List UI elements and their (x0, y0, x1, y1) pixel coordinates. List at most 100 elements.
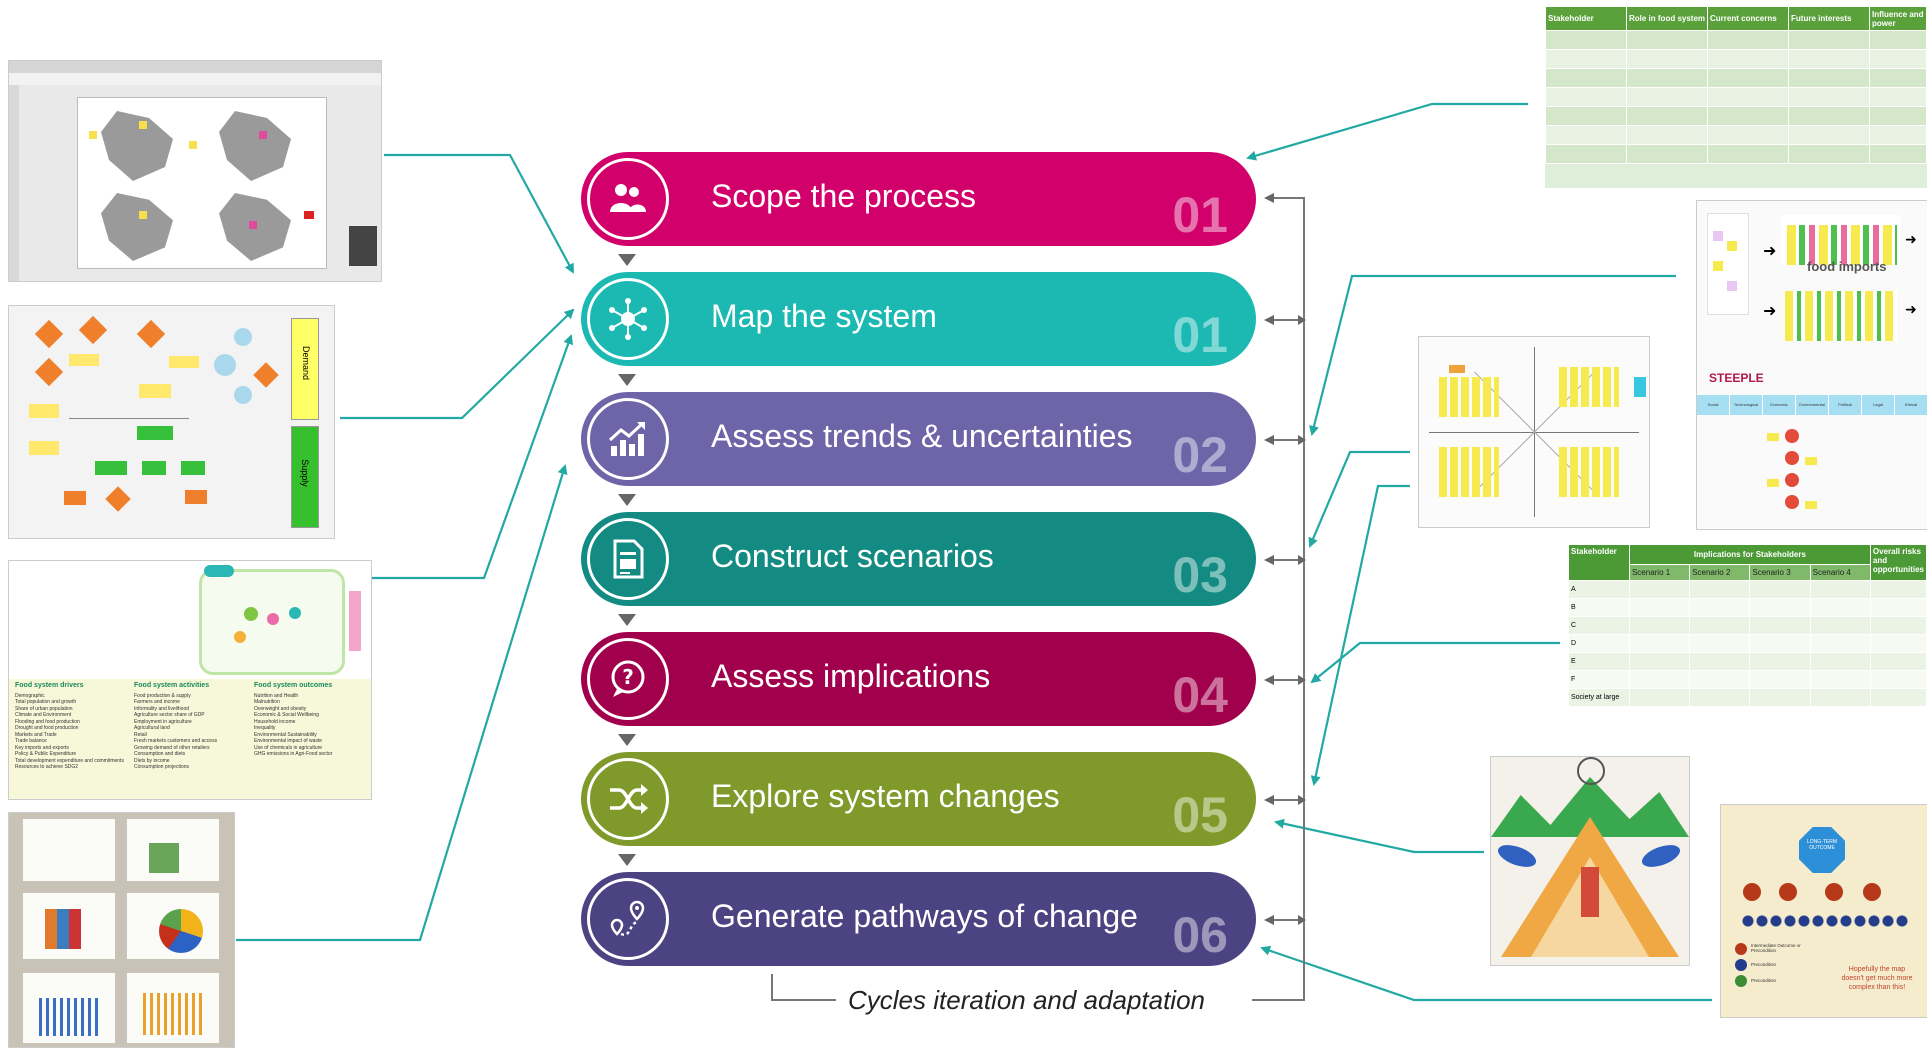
step-icon-circle (587, 758, 669, 840)
step-number: 04 (1172, 667, 1228, 723)
framework-item: Share of urban population (15, 705, 73, 712)
step-5: ? Assess implications 04 (581, 632, 1256, 726)
network-icon (609, 298, 647, 340)
step-2: Map the system 01 (581, 272, 1256, 366)
cycle-caption: Cycles iteration and adaptation (848, 985, 1206, 1015)
framework-item: Inequality (254, 725, 276, 731)
framework-item: Farmers and income (134, 699, 180, 705)
framework-item: Environmental Sustainability (254, 731, 317, 738)
step-label: Scope the process (711, 178, 977, 214)
connector-scenario-to-explore (1310, 484, 1410, 786)
steeple-column: Legal (1862, 395, 1895, 415)
steeple-column: Environmental (1796, 395, 1829, 415)
framework-item: Markets and Trade (15, 731, 57, 738)
connector-drawing (1274, 818, 1484, 854)
steeple-column: Ethical (1895, 395, 1927, 415)
step-number: 01 (1172, 187, 1228, 243)
framework-item: Total development expenditure and commit… (15, 757, 124, 764)
down-arrow (618, 254, 636, 266)
step-number: 02 (1172, 427, 1228, 483)
framework-item: Consumption projections (134, 764, 190, 770)
table-row: F (1568, 670, 1927, 689)
down-arrow (618, 614, 636, 626)
step-number: 03 (1172, 547, 1228, 603)
food-imports-label: food imports (1807, 259, 1887, 274)
down-arrow (618, 734, 636, 746)
route-icon (610, 900, 645, 936)
framework-item: Nutrition and Health (254, 692, 299, 699)
activities-title: Food system activities (134, 682, 210, 689)
step-icon-circle (587, 518, 669, 600)
framework-item: Fresh markets customers and access (134, 738, 218, 744)
shuffle-icon (610, 784, 648, 814)
connector-system-map (340, 308, 575, 420)
framework-item: Food production & supply (134, 692, 191, 699)
people-icon (610, 184, 646, 212)
step-icon-circle (587, 158, 669, 240)
role-header: Role in food system (1626, 6, 1708, 31)
implications-table: Stakeholder Implications for Stakeholder… (1568, 544, 1927, 742)
step-3: Assess trends & uncertainties 02 (581, 392, 1256, 486)
framework-item: Agricultural land (134, 725, 170, 731)
step-label: Construct scenarios (711, 538, 994, 574)
steeple-column: Political (1829, 395, 1862, 415)
svg-text:?: ? (622, 665, 634, 689)
scenario-matrix-board (1418, 336, 1650, 528)
long-term-outcome-label: LONG-TERM OUTCOME (1807, 839, 1837, 851)
framework-item: Employment in agriculture (134, 718, 192, 725)
table-row: Society at large (1568, 688, 1927, 707)
framework-item: Malnutrition (254, 699, 280, 705)
step-icon-circle (587, 398, 669, 480)
connector-steeple (1309, 274, 1676, 436)
down-arrow (618, 494, 636, 506)
step-label: Map the system (711, 298, 937, 334)
connector-stakeholder (1246, 102, 1528, 161)
step-label: Assess trends & uncertainties (711, 418, 1133, 454)
framework-item: Growing demand of other retailers (134, 744, 210, 751)
steeple-title: STEEPLE (1709, 371, 1764, 385)
step-number: 01 (1172, 307, 1228, 363)
step-label: Assess implications (711, 658, 991, 694)
framework-item: Drought and food production (15, 725, 79, 731)
outcome-map-note: Hopefully the map doesn't get much more … (1841, 966, 1913, 991)
wall-posters-photo (8, 812, 235, 1048)
connector-scenarios (1308, 450, 1410, 548)
framework-item: Overweight and obesity (254, 705, 307, 712)
outcomes-column: Food system outcomes Nutrition and Healt… (254, 682, 364, 758)
framework-item: Policy & Public Expenditure (15, 751, 77, 757)
framework-item: Household income (254, 718, 296, 725)
framework-item: Agriculture sector share of GDP (134, 712, 205, 718)
step-label: Generate pathways of change (711, 898, 1138, 934)
interests-header: Future interests (1788, 6, 1870, 31)
cycle-bracket (771, 974, 836, 1001)
framework-item: Climate and Environment (15, 712, 72, 718)
step-number: 05 (1172, 787, 1228, 843)
framework-item: Resources to achieve SDG2 (15, 764, 79, 770)
down-arrow (618, 854, 636, 866)
step-7: Generate pathways of change 06 (581, 872, 1256, 966)
framework-item: Environmental impact of waste (254, 738, 323, 744)
question-bubble-icon: ? (611, 660, 645, 697)
framework-item: Demographic (15, 692, 45, 699)
activities-column: Food system activities Food production &… (134, 682, 244, 771)
step-icon-circle: ? (587, 638, 669, 720)
step-number: 06 (1172, 907, 1228, 963)
framework-item: Use of chemicals in agriculture (254, 744, 323, 751)
outcomes-title: Food system outcomes (254, 682, 333, 689)
connector-implications (1310, 641, 1560, 684)
step-4: Construct scenarios 03 (581, 512, 1256, 606)
framework-item: Retail (134, 731, 147, 738)
whiteboard-screenshot (8, 60, 382, 282)
document-icon (613, 539, 644, 579)
stakeholder-header: Stakeholder (1545, 6, 1627, 31)
steeple-column: Social (1697, 395, 1730, 415)
legend-precondition-2: Precondition (1751, 978, 1777, 983)
stakeholder-analysis-table: Stakeholder Role in food system Current … (1545, 6, 1927, 188)
